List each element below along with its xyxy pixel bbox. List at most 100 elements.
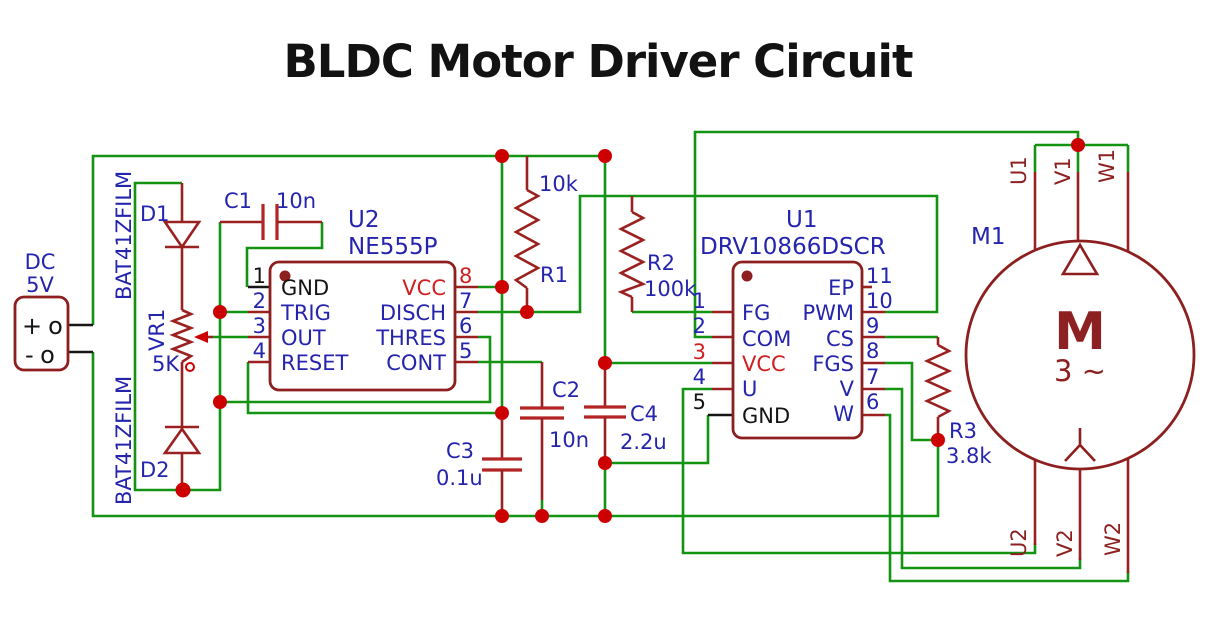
d2-ref: D2 (140, 458, 170, 482)
u1-pin-label-pwm: PWM (802, 301, 854, 325)
u1-pin-label-ep: EP (828, 276, 854, 300)
u2-pin-label-thres: THRES (375, 326, 446, 350)
pin1-indicator-icon (279, 270, 291, 282)
u2-pin-label-vcc: VCC (402, 276, 446, 300)
r2-ref: R2 (647, 251, 675, 275)
diode-d1: D1 BAT41ZFILM (112, 171, 202, 310)
c3-ref: C3 (446, 439, 474, 463)
u2-pin-number: 7 (459, 289, 472, 313)
terminal-label-v1: V1 (1051, 157, 1075, 185)
u1-pin-label-v: V (840, 377, 855, 401)
u2-pin-label-disch: DISCH (380, 301, 446, 325)
u2-pin-number: 8 (459, 264, 472, 288)
terminal-label-w1: W1 (1095, 149, 1119, 183)
c1-value: 10n (276, 189, 316, 213)
c3-value: 0.1u (436, 466, 483, 490)
u2-pin-number: 2 (253, 289, 266, 313)
m1-ref: M1 (971, 224, 1005, 250)
u1-pin-number: 5 (693, 390, 706, 414)
terminal-label-u2: U2 (1007, 528, 1031, 557)
positive-terminal: +o (22, 312, 69, 340)
motor-phase-label: 3 ∼ (1054, 354, 1106, 388)
capacitor-c4: C4 2.2u (584, 363, 667, 463)
u2-pin-label-gnd: GND (281, 276, 329, 300)
c4-value: 2.2u (620, 430, 667, 454)
r3-ref: R3 (949, 419, 977, 443)
dc-voltage: 5V (26, 273, 54, 297)
motor-circle (964, 239, 1196, 471)
dc-power-source: DC 5V +o -o (13, 250, 93, 372)
wiper-terminal-icon (185, 362, 195, 372)
u2-part: NE555P (348, 234, 438, 260)
u1-ref: U1 (786, 207, 817, 233)
u1-pin-label-u: U (742, 377, 757, 401)
c2-value: 10n (549, 428, 589, 452)
junction-dots (175, 138, 1085, 523)
c1-ref: C1 (224, 189, 252, 213)
dc-label: DC (25, 250, 56, 274)
motor-m1: M 3 ∼ M1 U1 V1 W1 U2 V2 W2 (964, 149, 1196, 573)
d1-part: BAT41ZFILM (112, 171, 136, 300)
u1-pin-label-gnd: GND (742, 404, 790, 428)
u1-pin-number: 11 (866, 264, 893, 288)
u2-pin-number: 4 (253, 339, 266, 363)
ic-u2-ne555p: U2 NE555P 1 2 3 4 GND TRIG OUT RESET 8 7… (248, 207, 478, 392)
u1-pin-number: 3 (693, 340, 706, 364)
u2-pin-label-reset: RESET (281, 351, 348, 375)
page-title: BLDC Motor Driver Circuit (284, 35, 913, 88)
capacitor-c1: C1 10n (220, 189, 322, 240)
u1-part: DRV10866DSCR (700, 234, 886, 260)
terminal-label-v2: V2 (1053, 529, 1077, 557)
capacitor-c2: C2 10n (520, 362, 589, 500)
terminal-label-u1: U1 (1007, 156, 1031, 185)
motor-symbol: M (1054, 302, 1106, 362)
u2-pin-number: 3 (253, 314, 266, 338)
u2-ref: U2 (348, 207, 379, 233)
wiper-arrow-icon (194, 331, 208, 343)
c2-ref: C2 (552, 378, 580, 402)
u1-pin-label-com: COM (742, 327, 791, 351)
u1-pin-number: 7 (866, 365, 879, 389)
resistor-zigzag (169, 308, 195, 364)
resistor-r1: 10k R1 (513, 156, 579, 312)
u1-pin-number: 2 (693, 314, 706, 338)
r3-value: 3.8k (946, 444, 992, 468)
vr1-ref: VR1 (145, 309, 169, 351)
vr1-value: 5K (152, 352, 180, 376)
u2-pin-number: 5 (459, 339, 472, 363)
ic-u1-drv10866: U1 DRV10866DSCR 1 2 3 4 5 FG COM VCC U G… (693, 207, 893, 440)
terminal-label-w2: W2 (1101, 522, 1125, 556)
u2-pin-label-cont: CONT (386, 351, 446, 375)
wires (91, 130, 1130, 583)
delta-winding-icon (1060, 242, 1100, 276)
u1-pin-number: 9 (866, 314, 879, 338)
d2-part: BAT41ZFILM (112, 376, 136, 505)
pin1-indicator-icon (741, 270, 753, 282)
r2-value: 100k (644, 277, 697, 301)
diode-symbol (162, 426, 202, 455)
u1-pin-label-fg: FG (742, 301, 770, 325)
c4-ref: C4 (630, 402, 658, 426)
u1-pin-number: 8 (866, 339, 879, 363)
negative-terminal: -o (25, 341, 61, 369)
u1-pin-number: 6 (866, 390, 879, 414)
u2-pin-label-trig: TRIG (280, 301, 331, 325)
u2-pin-label-out: OUT (281, 326, 326, 350)
u1-pin-label-w: W (833, 402, 854, 426)
wye-winding-icon (1064, 428, 1096, 462)
d1-ref: D1 (140, 202, 170, 226)
diode-symbol (162, 220, 202, 250)
r1-ref: R1 (540, 263, 568, 287)
resistor-zigzag (923, 343, 953, 419)
u2-pin-number: 6 (459, 314, 472, 338)
u1-pin-label-cs: CS (826, 327, 854, 351)
resistor-zigzag (617, 210, 647, 299)
u2-pin-number: 1 (253, 264, 266, 288)
resistor-zigzag (513, 188, 541, 290)
capacitor-c3: C3 0.1u (436, 413, 522, 516)
u1-pin-number: 4 (693, 365, 706, 389)
r1-value: 10k (539, 172, 579, 196)
u1-pin-number: 1 (693, 289, 706, 313)
